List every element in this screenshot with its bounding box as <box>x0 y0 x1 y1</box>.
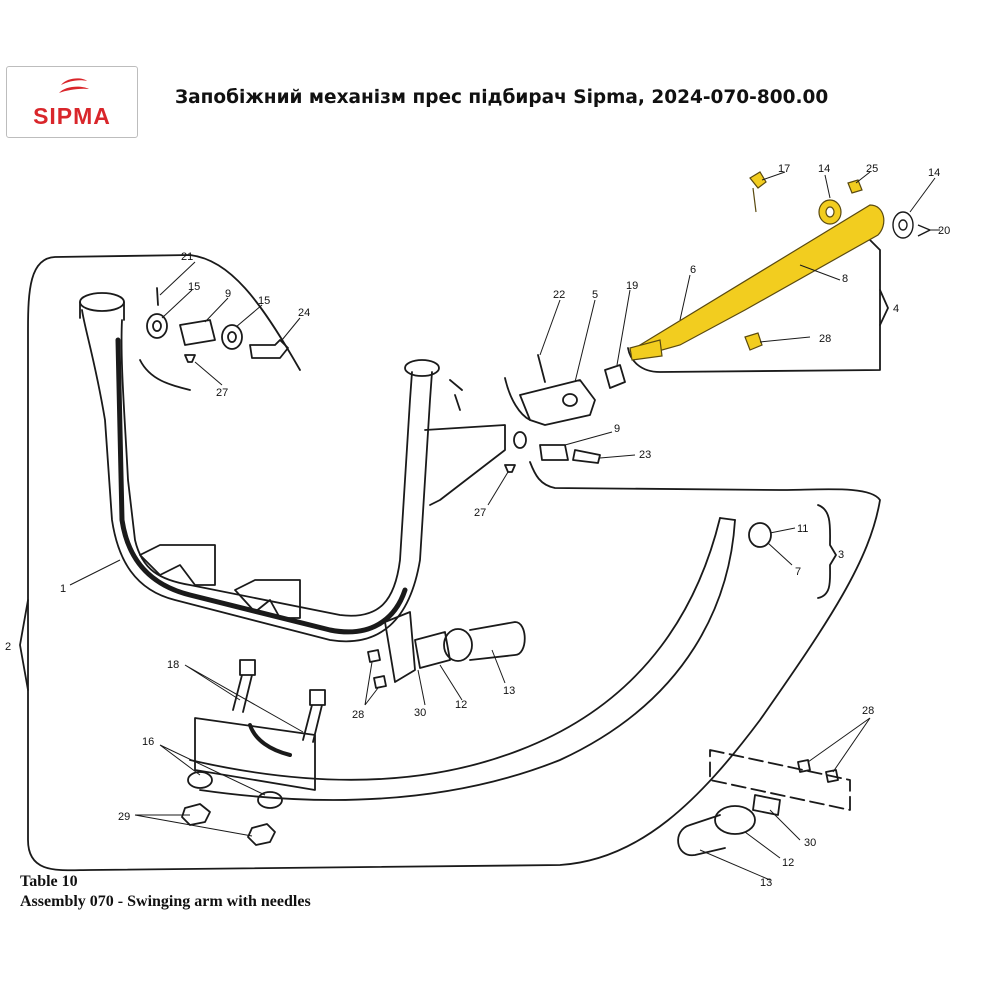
part-16-washer-a <box>187 771 213 789</box>
part-20-cotter <box>917 224 932 237</box>
detail-clip <box>752 794 781 816</box>
callout-6: 6 <box>690 264 696 276</box>
needle-tine-outer <box>189 517 721 781</box>
brace-4 <box>879 289 889 326</box>
callout-29: 29 <box>118 811 130 823</box>
sipma-logo: SIPMA <box>6 66 138 138</box>
part-9-tube-end <box>513 431 527 449</box>
detail-eye <box>714 805 756 835</box>
callout-30-center: 30 <box>414 707 426 719</box>
callout-18: 18 <box>167 659 179 671</box>
part-19-nut <box>604 364 626 389</box>
swinging-arm-outer <box>81 309 433 643</box>
part-15-washer-b <box>221 324 243 350</box>
arm-tube-top-right <box>404 359 440 377</box>
callout-4: 4 <box>893 303 899 315</box>
callout-11: 11 <box>797 523 808 535</box>
part-28-nuts-detail <box>797 759 839 783</box>
part-16-washer-b <box>257 791 283 809</box>
part-15-washer-a <box>146 313 168 339</box>
needle-clamp-plate <box>194 717 316 791</box>
callout-17: 17 <box>778 163 790 175</box>
callout-13-center: 13 <box>503 685 515 697</box>
part-14-washer-right <box>892 211 914 239</box>
part-22-pin <box>537 354 546 383</box>
part-6-rod-end <box>629 339 663 361</box>
caption-table: Table 10 <box>20 873 78 890</box>
callout-9-mid: 9 <box>614 423 620 435</box>
callout-15-b: 15 <box>258 295 270 307</box>
callout-23: 23 <box>639 449 651 461</box>
part-18-bolt-right <box>302 689 326 743</box>
leader-lines <box>69 171 940 881</box>
assembly-4-bracket <box>627 239 881 373</box>
callout-28-yellow: 28 <box>819 333 831 345</box>
detail-plate <box>709 749 851 811</box>
part-12-spring <box>414 631 451 669</box>
callout-12-detail: 12 <box>782 857 794 869</box>
callout-20: 20 <box>938 225 950 237</box>
callout-7: 7 <box>795 566 801 578</box>
callout-28-center: 28 <box>352 709 364 721</box>
logo-text: SIPMA <box>33 103 111 129</box>
arm-bracket-right <box>234 579 301 619</box>
part-25-nut <box>847 179 863 194</box>
callout-21: 21 <box>181 251 193 263</box>
callout-13-detail: 13 <box>760 877 772 889</box>
arm-tube-top-left <box>79 292 125 312</box>
part-12-eye <box>443 628 473 662</box>
callout-22: 22 <box>553 289 565 301</box>
callout-16: 16 <box>142 736 154 748</box>
callout-12-center: 12 <box>455 699 467 711</box>
callout-30-detail: 30 <box>804 837 816 849</box>
arm-bracket-left <box>139 544 216 586</box>
callout-24: 24 <box>298 307 310 319</box>
part-27-nipple-mid <box>504 464 516 473</box>
part-9-tube-mid <box>539 444 569 461</box>
callout-27-top: 27 <box>216 387 228 399</box>
sipma-logo-mark <box>59 78 89 93</box>
detail-ubolt <box>677 814 726 856</box>
assembly-3-bracket <box>817 504 837 599</box>
needle-tine-inner <box>199 519 736 801</box>
callout-27-mid: 27 <box>474 507 486 519</box>
callout-8: 8 <box>842 273 848 285</box>
part-28-nut-yellow <box>744 332 763 351</box>
part-11-ball <box>748 522 772 548</box>
part-29-nut-a <box>181 803 211 826</box>
callout-1: 1 <box>60 583 66 595</box>
page-title: Запобіжний механізм прес підбирач Sipma,… <box>175 87 829 108</box>
part-21-pin <box>156 287 159 306</box>
caption-assembly: Assembly 070 - Swinging arm with needles <box>20 893 311 910</box>
callout-9-top: 9 <box>225 288 231 300</box>
swinging-arm-inner <box>120 319 413 617</box>
part-27-nipple-top <box>184 354 196 363</box>
part-24-pin <box>249 339 289 359</box>
part-28-nuts-center <box>367 649 387 689</box>
part-9-tube-left <box>179 319 216 346</box>
part-23-bolt <box>572 449 601 464</box>
part-29-nut-b <box>247 823 276 846</box>
callout-25: 25 <box>866 163 878 175</box>
part-13-ubolt <box>469 621 526 661</box>
callout-14-left: 14 <box>818 163 830 175</box>
callout-2: 2 <box>5 641 11 653</box>
part-30-bracket <box>384 611 416 683</box>
part-17-bolt <box>749 171 767 213</box>
part-5-fork <box>519 379 596 426</box>
highlighted-link-assembly <box>629 171 885 361</box>
callout-14-right: 14 <box>928 167 940 179</box>
callout-5: 5 <box>592 289 598 301</box>
callout-19: 19 <box>626 280 638 292</box>
arm-gusset-plate <box>424 424 506 506</box>
part-18-bolt-left <box>232 659 256 713</box>
part-8-link-rod <box>638 204 885 353</box>
callout-3: 3 <box>838 549 844 561</box>
callout-15-a: 15 <box>188 281 200 293</box>
brace-2 <box>19 599 29 691</box>
assembly-2-outline <box>27 254 881 872</box>
callout-28-detail: 28 <box>862 705 874 717</box>
swinging-arm-shadow <box>115 337 408 635</box>
